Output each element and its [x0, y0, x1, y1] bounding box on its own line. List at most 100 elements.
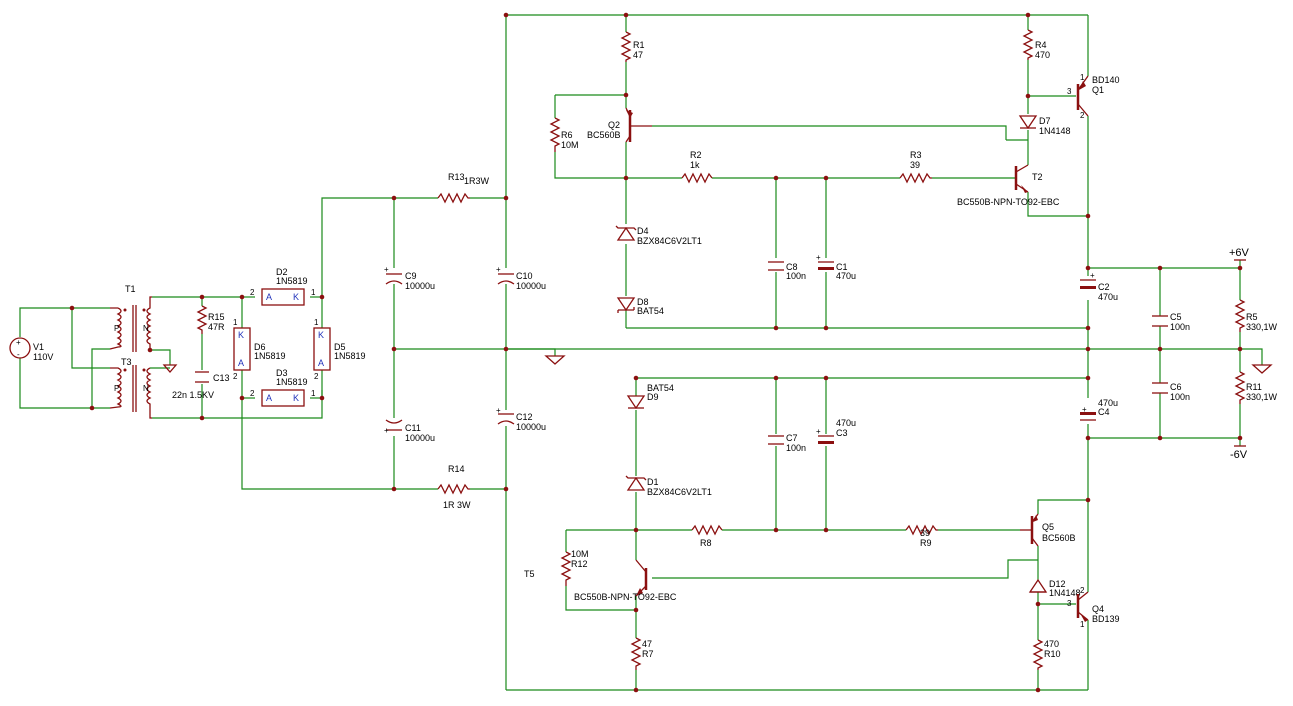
c11-ref: C11 — [405, 423, 421, 433]
diode-d6[interactable]: K A 1 2 D6 1N5819 — [233, 318, 286, 381]
svg-text:2: 2 — [1080, 586, 1085, 595]
c13-value: 22n 1.5KV — [172, 390, 214, 400]
capacitor-c5[interactable]: C5 100n — [1152, 312, 1190, 332]
zener-d4[interactable]: D4 BZX84C6V2LT1 — [615, 225, 702, 246]
capacitor-c8[interactable]: C8 100n — [768, 261, 806, 281]
resistor-r12[interactable]: 10M R12 — [560, 549, 589, 586]
transistor-q2[interactable]: Q2 BC560B — [587, 107, 652, 143]
c6-ref: C6 — [1170, 382, 1182, 392]
capacitor-c9[interactable]: + C9 10000u — [384, 265, 435, 291]
r11-ref: R11 — [1246, 382, 1262, 392]
capacitor-c10[interactable]: + C10 10000u — [496, 265, 546, 291]
plus-sign: + — [16, 338, 21, 347]
resistor-r13[interactable]: R13 1R3W — [437, 172, 490, 204]
c1-ref: C1 — [836, 262, 848, 272]
capacitor-c2[interactable]: + C2 470u — [1080, 271, 1118, 302]
capacitor-c4[interactable]: + 470u C4 — [1080, 398, 1118, 421]
q2-value: BC560B — [587, 130, 621, 140]
r1-value: 47 — [633, 50, 643, 60]
diode-d3[interactable]: A K 2 1 D3 1N5819 — [250, 368, 316, 407]
resistor-r6[interactable]: R6 10M — [549, 117, 579, 152]
resistor-r3[interactable]: R3 39 — [899, 150, 932, 184]
resistor-r10[interactable]: 470 R10 — [1032, 639, 1061, 670]
capacitor-c11[interactable]: + C11 10000u — [384, 419, 435, 443]
transistor-q1[interactable]: 3 1 2 BD140 Q1 — [1067, 73, 1120, 120]
c9-value: 10000u — [405, 281, 435, 291]
svg-text:1: 1 — [1080, 620, 1085, 629]
d1-ref: D1 — [647, 477, 659, 487]
resistor-r14[interactable]: R14 1R 3W — [437, 464, 471, 510]
svg-text:2: 2 — [1080, 111, 1085, 120]
c5-value: 100n — [1170, 322, 1190, 332]
r14-ref: R14 — [448, 464, 465, 474]
d3-ref: D3 — [276, 368, 288, 378]
t3-ref: T3 — [121, 357, 132, 367]
c8-ref: C8 — [786, 262, 798, 272]
capacitor-c6[interactable]: C6 100n — [1152, 382, 1190, 402]
svg-text:+: + — [1082, 405, 1087, 414]
pin-2: 2 — [314, 372, 319, 381]
pin-p: P — [114, 384, 119, 393]
capacitor-c7[interactable]: C7 100n — [768, 433, 806, 453]
ground-symbol-center — [544, 355, 566, 365]
diode-d5[interactable]: K A 1 2 D5 1N5819 — [313, 318, 366, 381]
cathode-label: K — [293, 393, 299, 403]
r15-ref: R15 — [208, 312, 225, 322]
transistor-t5[interactable]: T5 BC550B-NPN-TO92-EBC — [524, 559, 677, 602]
c11-value: 10000u — [405, 433, 435, 443]
source-v1[interactable]: + - V1 110V — [9, 337, 53, 362]
diode-d8[interactable]: D8 BAT54 — [616, 297, 664, 316]
r1-ref: R1 — [633, 40, 645, 50]
c4-value: 470u — [1098, 398, 1118, 408]
capacitor-c3[interactable]: + 470u C3 — [816, 418, 856, 444]
anode-label: A — [318, 358, 324, 368]
resistor-r1[interactable]: R1 47 — [620, 31, 645, 62]
transistor-q5[interactable]: Q5 BC560B — [1020, 513, 1076, 547]
rail-negative: -6V — [1230, 445, 1248, 461]
pin-1: 1 — [314, 318, 319, 327]
resistor-r15[interactable]: R15 47R — [196, 305, 225, 334]
capacitor-c13[interactable]: C13 22n 1.5KV — [172, 371, 230, 400]
pin-1: 1 — [311, 389, 316, 398]
pin-2: 2 — [250, 288, 255, 297]
r6-ref: R6 — [561, 130, 573, 140]
ground-symbol-right — [1251, 364, 1273, 374]
rail-pos-label: +6V — [1229, 247, 1250, 259]
resistor-r11[interactable]: R11 330,1W — [1234, 371, 1278, 404]
transformer-t1[interactable]: T1 P N — [109, 284, 152, 352]
resistor-r4[interactable]: R4 470 — [1022, 29, 1050, 60]
d7-ref: D7 — [1039, 116, 1051, 126]
d7-value: 1N4148 — [1039, 126, 1071, 136]
q4-ref: Q4 — [1092, 604, 1104, 614]
v1-ref: V1 — [33, 342, 44, 352]
resistor-r7[interactable]: 47 R7 — [630, 637, 654, 670]
r15-value: 47R — [208, 322, 225, 332]
d12-ref: D12 — [1049, 579, 1066, 589]
diode-d9[interactable]: BAT54 D9 — [626, 383, 674, 410]
svg-text:+: + — [384, 426, 389, 435]
d2-value: 1N5819 — [276, 276, 308, 286]
transformer-t3[interactable]: T3 P N — [109, 357, 152, 419]
transistor-t2[interactable]: T2 BC550B-NPN-TO92-EBC — [957, 164, 1060, 207]
d2-ref: D2 — [276, 267, 288, 277]
resistor-r9[interactable]: 39 R9 — [905, 524, 938, 548]
diode-d7[interactable]: D7 1N4148 — [1018, 115, 1071, 136]
resistor-r8[interactable]: R8 — [691, 524, 723, 548]
diode-d12[interactable]: D12 1N4148 — [1028, 578, 1081, 598]
r9-value: 39 — [920, 528, 930, 538]
capacitor-c1[interactable]: + C1 470u — [816, 253, 856, 281]
r4-ref: R4 — [1035, 40, 1047, 50]
q5-value: BC560B — [1042, 533, 1076, 543]
r4-value: 470 — [1035, 50, 1050, 60]
transistor-q4[interactable]: 3 2 1 Q4 BD139 — [1067, 586, 1120, 629]
zener-d1[interactable]: D1 BZX84C6V2LT1 — [625, 475, 712, 497]
r7-ref: R7 — [642, 649, 654, 659]
capacitor-c12[interactable]: + C12 10000u — [496, 406, 546, 432]
c10-ref: C10 — [516, 271, 533, 281]
diode-d2[interactable]: A K 2 1 D2 1N5819 — [250, 267, 316, 306]
resistor-r5[interactable]: R5 330,1W — [1234, 299, 1278, 332]
t1-ref: T1 — [125, 284, 136, 294]
r12-value: 10M — [571, 549, 589, 559]
resistor-r2[interactable]: R2 1k — [681, 150, 713, 184]
